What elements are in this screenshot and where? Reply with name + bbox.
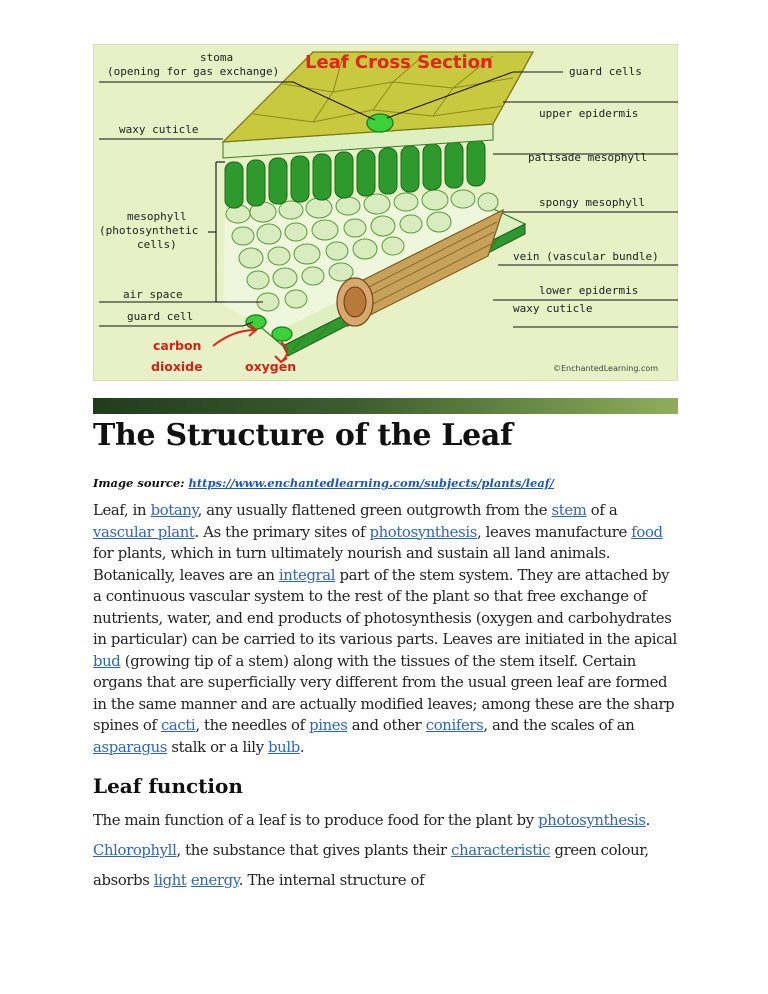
link-food[interactable]: food: [631, 523, 663, 541]
text: part of the stem system. They are attach…: [93, 566, 677, 649]
text: (growing tip of a stem) along with the t…: [93, 652, 675, 735]
link-photosynthesis-2[interactable]: photosynthesis: [538, 812, 646, 829]
text: .: [299, 738, 305, 756]
link-bulb[interactable]: bulb: [268, 738, 300, 756]
image-source: Image source: https://www.enchantedlearn…: [93, 476, 554, 490]
link-integral[interactable]: integral: [278, 566, 336, 584]
figure-credit: ©EnchantedLearning.com: [553, 364, 658, 373]
link-bud[interactable]: bud: [93, 652, 121, 670]
leaf-cross-section-diagram: Leaf Cross Section stoma (opening for ga…: [93, 44, 678, 381]
link-characteristic[interactable]: characteristic: [451, 842, 551, 859]
link-asparagus[interactable]: asparagus: [93, 738, 168, 756]
label-mesophyll-2: (photosynthetic: [99, 224, 198, 237]
link-conifers[interactable]: conifers: [425, 717, 484, 734]
text: , the substance that gives plants their: [176, 842, 452, 859]
label-air-space: air space: [123, 288, 183, 301]
text: . The internal structure of: [238, 872, 425, 889]
stoma-icon: [366, 113, 394, 133]
text: , leaves manufacture: [476, 523, 632, 541]
link-vascular-plant[interactable]: vascular plant: [93, 523, 195, 541]
label-dioxide: dioxide: [151, 359, 203, 374]
text: and other: [347, 717, 426, 734]
text: green colour, absorbs: [93, 842, 649, 889]
page-title: The Structure of the Leaf: [93, 418, 513, 453]
section-divider-bar: [93, 398, 678, 414]
link-light[interactable]: light: [153, 872, 187, 889]
label-mesophyll-1: mesophyll: [127, 210, 187, 223]
link-cacti[interactable]: cacti: [160, 717, 196, 734]
intro-paragraph: Leaf, in botany, any usually flattened g…: [93, 500, 678, 758]
label-waxy-cuticle-bottom: waxy cuticle: [513, 302, 592, 315]
label-vein: vein (vascular bundle): [513, 250, 659, 263]
label-guard-cells: guard cells: [569, 65, 642, 78]
label-spongy: spongy mesophyll: [539, 196, 645, 209]
label-stoma-sub: (opening for gas exchange): [107, 65, 279, 78]
figure-title: Leaf Cross Section: [305, 52, 493, 73]
label-mesophyll-3: cells): [137, 238, 177, 251]
image-source-link[interactable]: https://www.enchantedlearning.com/subjec…: [188, 476, 554, 490]
link-stem[interactable]: stem: [551, 502, 587, 519]
text: Leaf, in: [93, 502, 151, 519]
link-photosynthesis[interactable]: photosynthesis: [369, 523, 477, 541]
link-chlorophyll[interactable]: Chlorophyll: [93, 842, 177, 859]
label-stoma: stoma: [200, 51, 233, 64]
palisade-mesophyll: [224, 139, 486, 209]
text: stalk or a lily: [167, 738, 269, 756]
label-carbon: carbon: [153, 338, 201, 353]
text: The main function of a leaf is to produc…: [93, 812, 539, 829]
label-palisade: palisade mesophyll: [528, 151, 647, 164]
text: , any usually flattened green outgrowth …: [197, 502, 552, 519]
label-oxygen: oxygen: [245, 359, 296, 374]
link-botany[interactable]: botany: [150, 502, 198, 519]
text: . As the primary sites of: [194, 523, 370, 541]
image-source-label: Image source:: [93, 476, 189, 490]
link-energy[interactable]: energy: [190, 872, 239, 889]
leaf-function-paragraph: The main function of a leaf is to produc…: [93, 806, 678, 896]
text: , and the scales of an: [483, 717, 635, 734]
vein: [336, 208, 505, 328]
text: for plants, which in turn ultimately nou…: [93, 545, 611, 584]
gas-arrows: [212, 323, 288, 364]
text: of a: [586, 502, 618, 519]
label-waxy-cuticle-top: waxy cuticle: [119, 123, 198, 136]
label-guard-cell: guard cell: [127, 310, 193, 323]
text: , the needles of: [195, 717, 310, 734]
section-heading-leaf-function: Leaf function: [93, 774, 243, 798]
link-pines[interactable]: pines: [309, 717, 348, 734]
text: .: [645, 812, 651, 829]
label-lower-epidermis: lower epidermis: [539, 284, 638, 297]
label-upper-epidermis: upper epidermis: [539, 107, 638, 120]
